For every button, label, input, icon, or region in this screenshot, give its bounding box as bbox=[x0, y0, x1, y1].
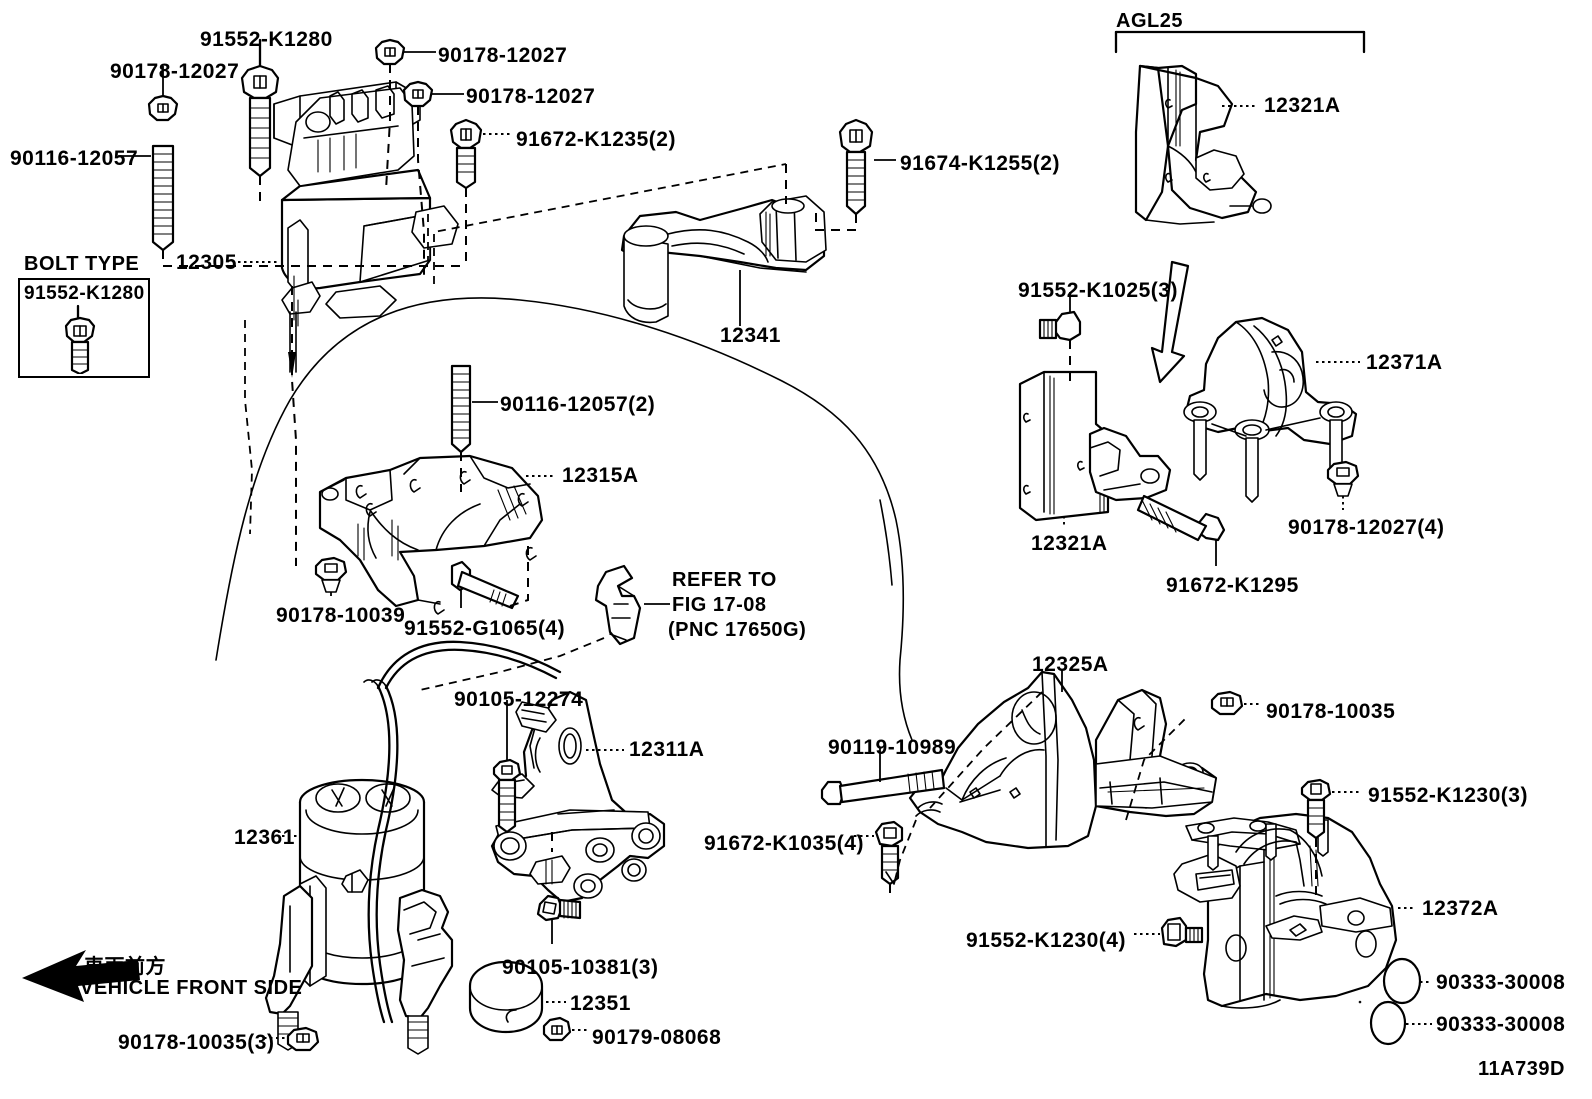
fastener-91672-K1035-a bbox=[874, 820, 904, 886]
part-sensor-17650G bbox=[594, 564, 642, 646]
vehicle-front-en: VEHICLE FRONT SIDE bbox=[80, 977, 303, 999]
fastener-90105-10381-a bbox=[536, 894, 582, 922]
part-number-label-12311A: 12311A bbox=[629, 738, 705, 761]
part-number-label-90116-120572: 90116-12057(2) bbox=[500, 393, 656, 416]
part-12351-stopper bbox=[468, 960, 544, 1034]
agl25-label: AGL25 bbox=[1116, 10, 1183, 32]
fastener-90116-12057-a bbox=[151, 144, 175, 252]
assembly-arrow-right bbox=[1150, 260, 1190, 384]
part-number-label-12372A: 12372A bbox=[1422, 897, 1499, 920]
part-number-label-91672-K12352: 91672-K1235(2) bbox=[516, 128, 676, 151]
part-number-label-91674-K12552: 91674-K1255(2) bbox=[900, 152, 1060, 175]
guide-arrowhead bbox=[885, 869, 899, 885]
fastener-91552-G1065-a bbox=[450, 560, 520, 610]
part-number-label-90178-10035: 90178-10035 bbox=[1266, 700, 1396, 723]
agl25-group-bracket bbox=[1114, 30, 1366, 54]
part-12325A-bracket bbox=[908, 670, 1218, 850]
fastener-91674-K1255-a bbox=[838, 118, 874, 216]
guide-12325-c bbox=[1125, 717, 1187, 821]
bolt-type-part-number: 91552-K1280 bbox=[24, 283, 145, 304]
fastener-91552-K1280-a bbox=[240, 38, 280, 178]
part-number-label-90105-103813: 90105-10381(3) bbox=[502, 956, 659, 979]
part-number-label-90178-12027: 90178-12027 bbox=[466, 85, 596, 108]
bolt-type-title: BOLT TYPE bbox=[24, 253, 140, 275]
vehicle-front-arrow bbox=[22, 950, 140, 1002]
part-number-label-91552-K1280: 91552-K1280 bbox=[200, 28, 333, 51]
part-number-label-12305: 12305 bbox=[176, 251, 237, 274]
fastener-90178-12027-d bbox=[1326, 460, 1360, 497]
part-number-label-12321A: 12321A bbox=[1031, 532, 1108, 555]
part-number-label-12341: 12341 bbox=[720, 324, 781, 347]
part-number-label-90178-10039: 90178-10039 bbox=[276, 604, 406, 627]
part-number-label-91672-K1295: 91672-K1295 bbox=[1166, 574, 1299, 597]
fastener-90178-12027-a bbox=[147, 94, 179, 122]
part-number-label-90179-08068: 90179-08068 bbox=[592, 1026, 722, 1049]
part-number-label-90178-12027: 90178-12027 bbox=[438, 44, 568, 67]
part-12321A-bracket-mid bbox=[1018, 370, 1172, 522]
fastener-91552-K1025-a bbox=[1038, 310, 1082, 342]
vehicle-front-jp: 車両前方 bbox=[84, 954, 166, 978]
part-number-label-12315A: 12315A bbox=[562, 464, 639, 487]
refer-note-line2: FIG 17-08 bbox=[672, 594, 767, 616]
part-number-label-91552-G10654: 91552-G1065(4) bbox=[404, 617, 566, 640]
guide-12341-b bbox=[433, 163, 787, 284]
fastener-90178-12027-c bbox=[402, 80, 434, 108]
part-number-label-90178-100353: 90178-10035(3) bbox=[118, 1031, 275, 1054]
fastener-91672-K1235-a bbox=[449, 118, 483, 190]
guide-nut-b bbox=[417, 106, 425, 280]
fastener-90179-08068-a bbox=[542, 1016, 572, 1042]
part-12372A-bracket bbox=[1173, 812, 1398, 1009]
part-number-label-90178-12027: 90178-12027 bbox=[110, 60, 240, 83]
guide-nut-a bbox=[385, 64, 391, 191]
fastener-91672-K1295-a bbox=[1136, 494, 1226, 542]
part-number-label-12325A: 12325A bbox=[1032, 653, 1109, 676]
part-number-label-91672-K10354: 91672-K1035(4) bbox=[704, 832, 864, 855]
diagram-id-code: 11A739D bbox=[1478, 1058, 1565, 1080]
fastener-90178-10035-b bbox=[1210, 690, 1244, 716]
part-12341-rod bbox=[620, 195, 827, 324]
fastener-91552-K1230-b bbox=[1160, 916, 1204, 948]
part-number-label-90178-120274: 90178-12027(4) bbox=[1288, 516, 1445, 539]
part-12371A-mount bbox=[1183, 316, 1358, 503]
fastener-90178-10035-a bbox=[286, 1026, 320, 1052]
fastener-90178-12027-b bbox=[374, 38, 406, 66]
bolt-type-illustration bbox=[64, 304, 96, 374]
guide-91552-G1065 bbox=[509, 546, 529, 607]
guide-sensor bbox=[419, 637, 605, 691]
guide-91674-a bbox=[815, 212, 857, 231]
part-90333-30008-orings bbox=[1369, 957, 1422, 1046]
part-12361-mount bbox=[264, 640, 562, 1055]
guide-90116-a bbox=[162, 250, 466, 267]
part-number-label-91552-K12303: 91552-K1230(3) bbox=[1368, 784, 1528, 807]
part-number-label-91552-K10253: 91552-K1025(3) bbox=[1018, 279, 1178, 302]
fastener-90119-10989-a bbox=[820, 768, 946, 806]
fastener-90105-12274-a bbox=[492, 758, 522, 834]
fastener-90116-12057-b bbox=[450, 364, 472, 454]
part-number-label-90105-12274: 90105-12274 bbox=[454, 688, 584, 711]
part-12305-mount bbox=[273, 81, 459, 378]
part-number-label-90333-30008: 90333-30008 bbox=[1436, 971, 1566, 994]
part-number-label-12321A: 12321A bbox=[1264, 94, 1341, 117]
guide-left-body bbox=[244, 320, 253, 535]
fastener-90178-10039-a bbox=[314, 556, 348, 593]
fastener-91552-K1230-a bbox=[1300, 778, 1332, 840]
part-12311A-bracket bbox=[490, 690, 666, 904]
part-number-label-91552-K12304: 91552-K1230(4) bbox=[966, 929, 1126, 952]
part-number-label-12361: 12361 bbox=[234, 826, 295, 849]
part-number-label-12371A: 12371A bbox=[1366, 351, 1443, 374]
part-number-label-90119-10989: 90119-10989 bbox=[828, 736, 957, 759]
refer-note-line1: REFER TO bbox=[672, 569, 777, 591]
part-number-label-90333-30008: 90333-30008 bbox=[1436, 1013, 1566, 1036]
refer-note-line3: (PNC 17650G) bbox=[668, 619, 807, 641]
part-12321A-bracket-top bbox=[1134, 64, 1272, 225]
part-number-label-90116-12057: 90116-12057 bbox=[10, 147, 139, 170]
part-12315A-bracket bbox=[318, 454, 544, 615]
part-number-label-12351: 12351 bbox=[570, 992, 631, 1015]
